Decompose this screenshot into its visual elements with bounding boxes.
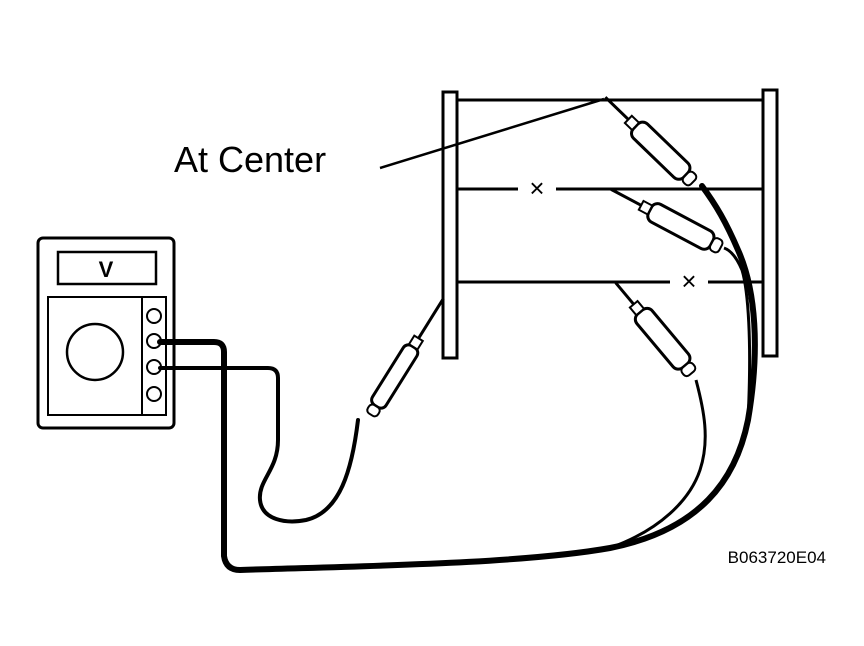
lead-branch-bottom-probe <box>609 379 707 550</box>
left-bus-bar <box>441 90 459 360</box>
test-probe-icon <box>604 96 698 187</box>
break-marker-bottom: × <box>681 266 696 296</box>
callout-leader-line <box>379 97 605 170</box>
meter-jack-4 <box>146 386 162 402</box>
test-probe-icon <box>610 188 724 254</box>
meter-display-window <box>56 250 158 286</box>
test-probe-icon <box>366 297 445 418</box>
meter-dial <box>65 322 125 382</box>
voltmeter-icon: V <box>36 236 176 430</box>
rear-window-frame <box>441 88 779 360</box>
lead-branch-middle-probe <box>723 246 752 421</box>
callout-label: At Center <box>174 139 326 180</box>
meter-jack-1 <box>146 308 162 324</box>
test-leads <box>157 183 758 573</box>
right-bus-bar <box>761 88 779 358</box>
lead-to-left-probe <box>158 366 360 524</box>
test-probe-icon <box>614 281 697 378</box>
figure-id: B063720E04 <box>728 548 826 567</box>
meter-display-text: V <box>99 257 114 282</box>
break-marker-middle: × <box>529 173 544 203</box>
